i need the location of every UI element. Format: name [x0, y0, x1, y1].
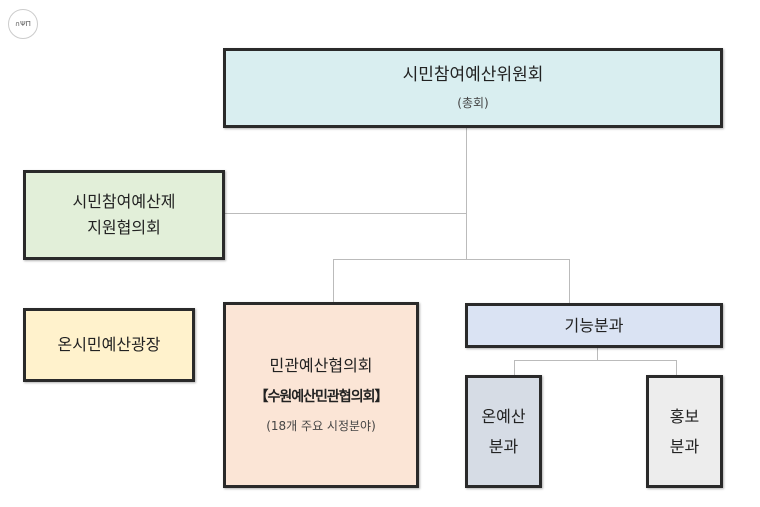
connector — [514, 360, 676, 361]
online-budget-div-node: 온예산 분과 — [465, 375, 542, 488]
connector — [466, 127, 467, 259]
public-private-title: 민관예산협의회 — [269, 356, 373, 375]
public-private-node: 민관예산협의회 【수원예산민관협의회】 (18개 주요 시정분야) — [223, 302, 419, 488]
logo-text: ∩ΨΠ — [15, 20, 31, 28]
support-council-node: 시민참여예산제 지원협의회 — [23, 170, 225, 260]
connector — [569, 259, 570, 303]
online-plaza-title: 온시민예산광장 — [57, 335, 161, 354]
online-budget-div-line2: 분과 — [488, 436, 519, 456]
support-council-line2: 지원협의회 — [87, 218, 161, 237]
logo: ∩ΨΠ — [8, 9, 38, 39]
public-private-subtitle: 【수원예산민관협의회】 — [254, 389, 389, 405]
online-plaza-node: 온시민예산광장 — [23, 308, 195, 382]
support-council-line1: 시민참여예산제 — [72, 192, 176, 211]
public-private-note: (18개 주요 시정분야) — [266, 419, 376, 433]
connector — [597, 347, 598, 360]
online-budget-div-line1: 온예산 — [481, 406, 526, 426]
connector — [333, 259, 569, 260]
pr-div-node: 홍보 분과 — [646, 375, 723, 488]
committee-node: 시민참여예산위원회 (총회) — [223, 48, 723, 128]
function-div-node: 기능분과 — [465, 303, 723, 348]
pr-div-line2: 분과 — [669, 436, 700, 456]
committee-title: 시민참여예산위원회 — [402, 65, 544, 85]
connector — [224, 213, 467, 214]
connector — [676, 360, 677, 375]
connector — [514, 360, 515, 375]
pr-div-line1: 홍보 — [669, 406, 700, 426]
committee-subtitle: (총회) — [457, 96, 489, 110]
function-div-title: 기능분과 — [564, 315, 624, 335]
connector — [333, 259, 334, 303]
